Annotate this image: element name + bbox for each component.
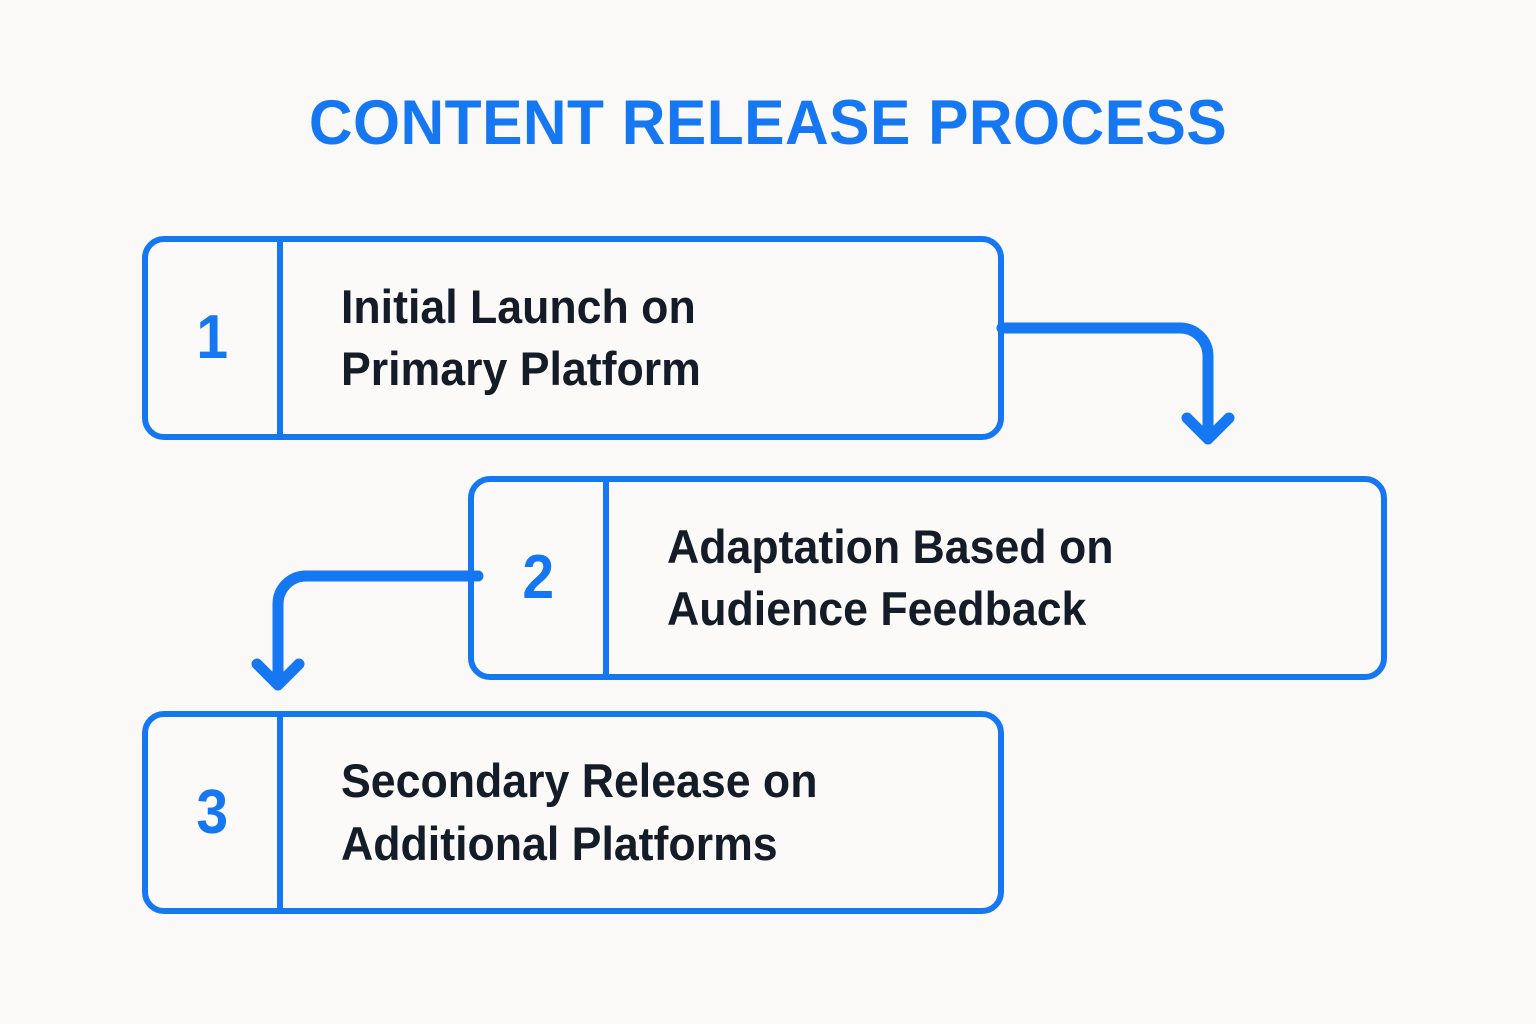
step-1-label: Initial Launch on Primary Platform <box>341 279 701 395</box>
step-2-number: 2 <box>522 543 555 612</box>
step-3-number: 3 <box>196 777 229 847</box>
step-2-label-cell: Adaptation Based on Audience Feedback <box>609 482 1381 674</box>
step-1-label-cell: Initial Launch on Primary Platform <box>283 242 998 434</box>
step-3-label-cell: Secondary Release on Additional Platform… <box>283 717 998 908</box>
page-title: CONTENT RELEASE PROCESS <box>308 88 1228 158</box>
process-step-2[interactable]: 2 Adaptation Based on Audience Feedback <box>468 476 1387 680</box>
step-3-label: Secondary Release on Additional Platform… <box>341 754 818 870</box>
connector-arrow-step1-to-step2 <box>996 322 1235 445</box>
process-step-1[interactable]: 1 Initial Launch on Primary Platform <box>142 236 1004 440</box>
step-3-number-cell: 3 <box>148 717 283 908</box>
step-1-number-cell: 1 <box>148 242 283 434</box>
step-2-number-cell: 2 <box>474 482 609 674</box>
step-1-number: 1 <box>196 303 229 372</box>
connector-arrow-step2-to-step3 <box>251 570 484 691</box>
process-step-3[interactable]: 3 Secondary Release on Additional Platfo… <box>142 711 1004 914</box>
step-2-label: Adaptation Based on Audience Feedback <box>667 519 1114 635</box>
